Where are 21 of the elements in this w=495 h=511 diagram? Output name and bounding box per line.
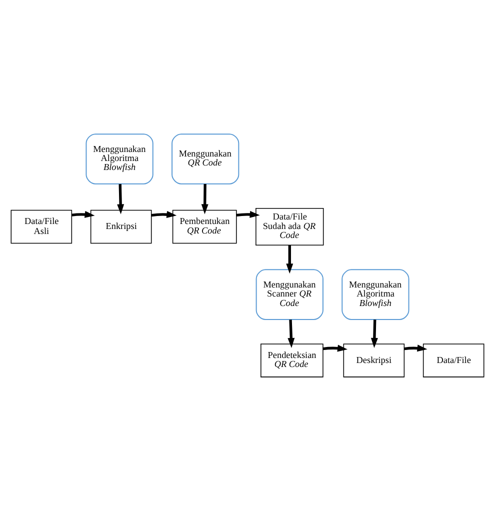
arrow [404, 344, 428, 352]
node-box: Enkripsi [90, 210, 152, 244]
node-box: Menggunakan Algoritma Blowfish [86, 134, 154, 184]
arrow [72, 210, 95, 218]
node-box: Menggunakan Algoritma Blowfish [342, 269, 410, 320]
arrow [151, 211, 177, 218]
node-box: Data/File Sudah ada QR Code [256, 208, 324, 246]
arrow [370, 320, 378, 348]
node-box: Data/File Asli [10, 210, 72, 244]
arrow [288, 320, 295, 348]
arrow [236, 210, 260, 218]
arrow [286, 245, 294, 274]
node-box: Menggunakan QR Code [172, 134, 240, 184]
node-box: Pembentukan QR Code [172, 210, 237, 244]
node-box: Data/File [422, 344, 484, 378]
arrow [322, 344, 348, 352]
node-box: Menggunakan Scanner QR Code [256, 269, 324, 320]
node-box: Pendeteksian QR Code [260, 344, 324, 378]
arrow [117, 184, 124, 214]
node-box: Deskripsi [343, 344, 405, 378]
arrow [201, 184, 208, 214]
